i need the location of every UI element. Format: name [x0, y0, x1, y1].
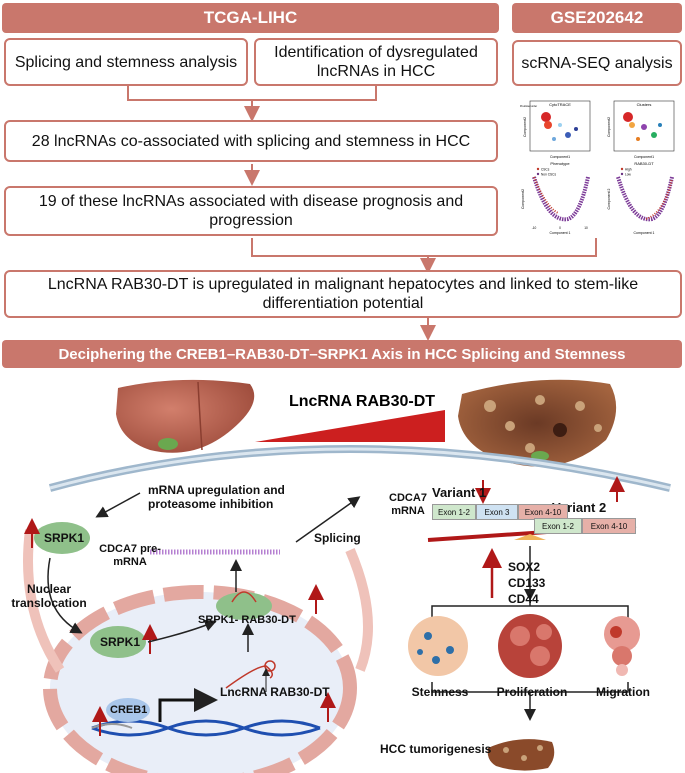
srpk1-protein	[34, 522, 90, 554]
p3-y-label: Component2	[521, 189, 525, 209]
final-outcome: HCC tumorigenesis	[380, 742, 492, 756]
p3-legend-1: Non CSCs	[541, 173, 556, 177]
proliferation-icon	[498, 614, 562, 678]
splicing-label: Splicing	[314, 531, 361, 545]
rab30dt-plot-title: RAB30-DT	[634, 161, 654, 166]
p1-y-label: Component2	[523, 117, 527, 137]
balance-fulcrum	[514, 534, 546, 540]
upregulation-wedge	[255, 410, 445, 442]
mechanism-illustration: LncRNA RAB30-DT	[23, 379, 671, 773]
complex-label: SRPK1- RAB30-DT	[198, 614, 296, 626]
creb1-protein	[106, 698, 150, 722]
creb1-label: CREB1	[110, 704, 148, 716]
svg-text:10: 10	[584, 226, 588, 230]
p4-y-label: Component 2	[607, 188, 611, 209]
rab30-box: LncRNA RAB30-DT is upregulated in malign…	[4, 270, 682, 318]
mrna-upreg-label: mRNA upregulation and proteasome inhibit…	[148, 483, 285, 511]
lnc28-box: 28 lncRNAs co-associated with splicing a…	[4, 120, 498, 162]
v1-exon-3: Exon 3	[476, 504, 518, 520]
migration-icon	[604, 616, 640, 676]
small-tumor-liver-icon	[487, 739, 555, 771]
v2-exon-1-2: Exon 1-2	[534, 518, 582, 534]
svg-text:-10: -10	[532, 226, 537, 230]
p4-legend-0: High	[625, 168, 632, 172]
phenotype-title: Phenotype	[550, 161, 570, 166]
p1-x-label: Component1	[550, 155, 570, 159]
p4-x-label: Component 1	[633, 231, 654, 235]
dysregulated-lncrna-box: Identification of dysregulated lncRNAs i…	[254, 38, 498, 86]
p2-y-label: Component2	[607, 117, 611, 137]
cytotrace-title: CytoTRACE	[549, 102, 571, 107]
cdca7-pre-mrna-label: CDCA7 pre-mRNA	[99, 543, 161, 568]
srpk1-label: SRPK1	[44, 531, 85, 545]
v1-exon-1-2: Exon 1-2	[432, 504, 476, 520]
lnc19-box: 19 of these lncRNAs associated with dise…	[4, 186, 498, 236]
lnc-gene-label: LncRNA RAB30-DT	[220, 685, 330, 699]
lnc-title: LncRNA RAB30-DT	[289, 393, 435, 410]
outcome-proliferation: Proliferation	[496, 685, 568, 699]
complex-protein	[216, 592, 272, 620]
marker-sox2: SOX2	[508, 560, 541, 574]
connector-lines	[127, 86, 597, 341]
tcga-banner: TCGA-LIHC	[2, 3, 499, 33]
outcome-migration: Migration	[596, 685, 650, 699]
nuclear-translocation-label: Nuclear translocation	[11, 582, 87, 610]
svg-text:0: 0	[559, 226, 561, 230]
clusters-title: Clusters	[637, 102, 652, 107]
tumor-liver-icon	[458, 379, 617, 467]
p1-legend-title: Predicted order	[520, 105, 537, 108]
splicing-stemness-box: Splicing and stemness analysis	[4, 38, 248, 86]
cdca7-mrna-label: CDCA7 mRNA	[389, 492, 427, 517]
scrna-plots: CytoTRACE Predicted order Component1 Com…	[520, 100, 675, 235]
srpk1-nuclear-protein	[90, 626, 146, 658]
v2-exon-4-10: Exon 4-10	[582, 518, 636, 534]
p4-legend-1: Low	[625, 173, 632, 177]
p3-x-label: Component 1	[549, 231, 570, 235]
variant1-label: Variant 1	[432, 485, 487, 500]
p3-legend-0: CSCs	[541, 168, 550, 172]
healthy-liver-icon	[116, 379, 255, 453]
marker-cd44: CD44	[508, 592, 539, 606]
scrna-box: scRNA-SEQ analysis	[512, 40, 682, 86]
outcome-stemness: Stemness	[411, 685, 469, 699]
axis-banner: Deciphering the CREB1–RAB30-DT–SRPK1 Axi…	[2, 340, 682, 368]
gse-banner: GSE202642	[512, 3, 682, 33]
marker-cd133: CD133	[508, 576, 546, 590]
p2-x-label: Component1	[634, 155, 654, 159]
srpk1-nuclear-label: SRPK1	[100, 635, 141, 649]
stemness-icon	[408, 616, 468, 676]
